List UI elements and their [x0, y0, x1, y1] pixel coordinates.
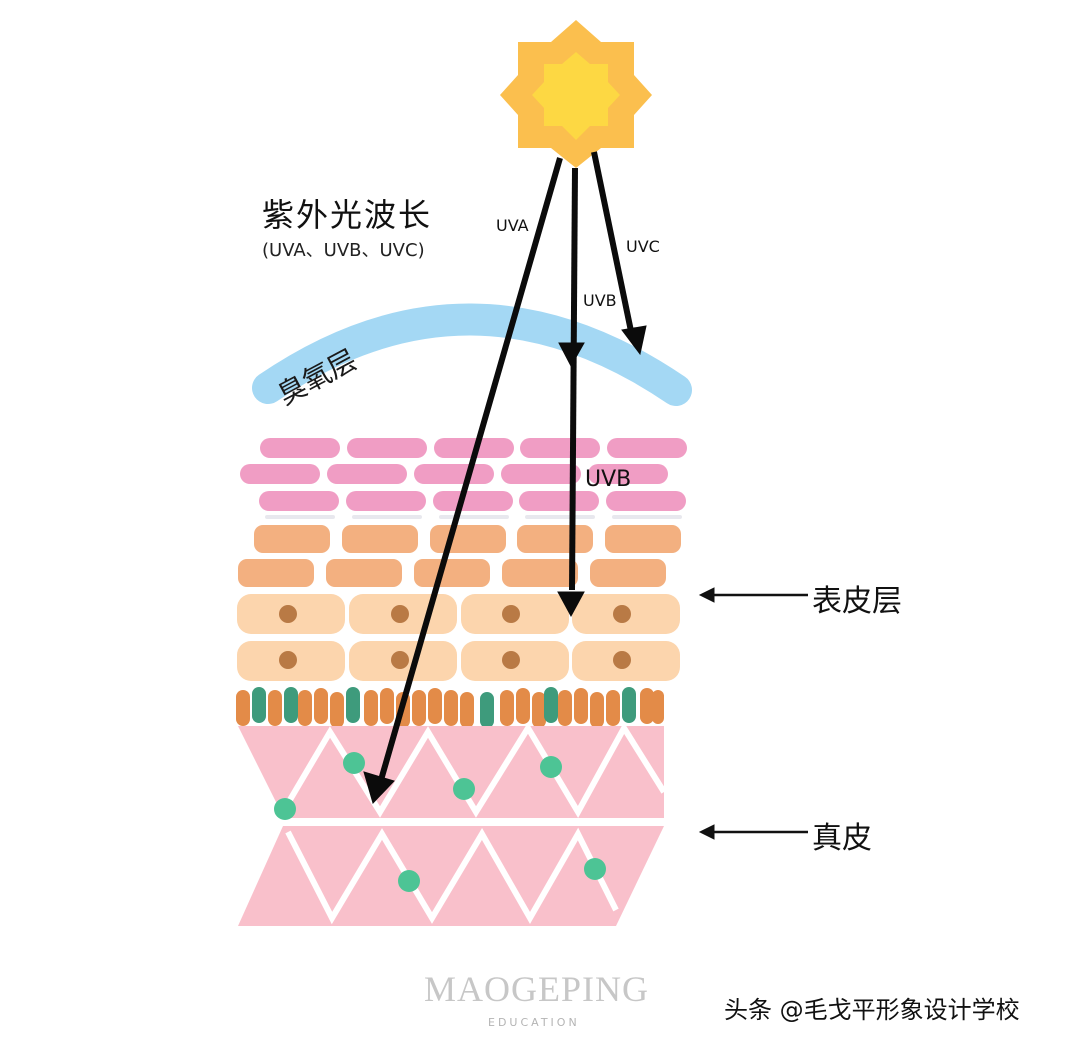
uvb-arrow-ozone: [557, 167, 585, 618]
dermis-layer: [238, 722, 668, 926]
dermis-pointer-arrow: [698, 824, 808, 840]
granular-layer: [238, 525, 681, 587]
uvc-arrow: [591, 151, 647, 356]
watermark-brand: MAOGEPING: [424, 969, 649, 1009]
cell-nuclei: [279, 605, 631, 669]
uva-arrow: [363, 157, 563, 804]
spinous-layer: [237, 594, 680, 681]
dermis-label: 真皮: [812, 821, 872, 856]
source-credit: 头条 @毛戈平形象设计学校: [724, 996, 1020, 1024]
uvb-lower-label: UVB: [585, 467, 632, 492]
epidermis-label: 表皮层: [812, 584, 902, 619]
uva-label: UVA: [496, 216, 529, 235]
ozone-layer-band: [252, 303, 692, 406]
uvb-upper-label: UVB: [583, 291, 617, 310]
epidermis-pointer-arrow: [698, 587, 808, 603]
basal-layer: [236, 687, 664, 728]
stratum-corneum-layer: [240, 438, 687, 511]
diagram-subtitle: (UVA、UVB、UVC): [262, 240, 425, 261]
diagram-title: 紫外光波长: [262, 196, 433, 234]
uvc-label: UVC: [626, 237, 660, 256]
watermark-sub: EDUCATION: [488, 1016, 580, 1029]
sun-icon: [500, 20, 652, 168]
dermis-dots: [274, 752, 606, 892]
